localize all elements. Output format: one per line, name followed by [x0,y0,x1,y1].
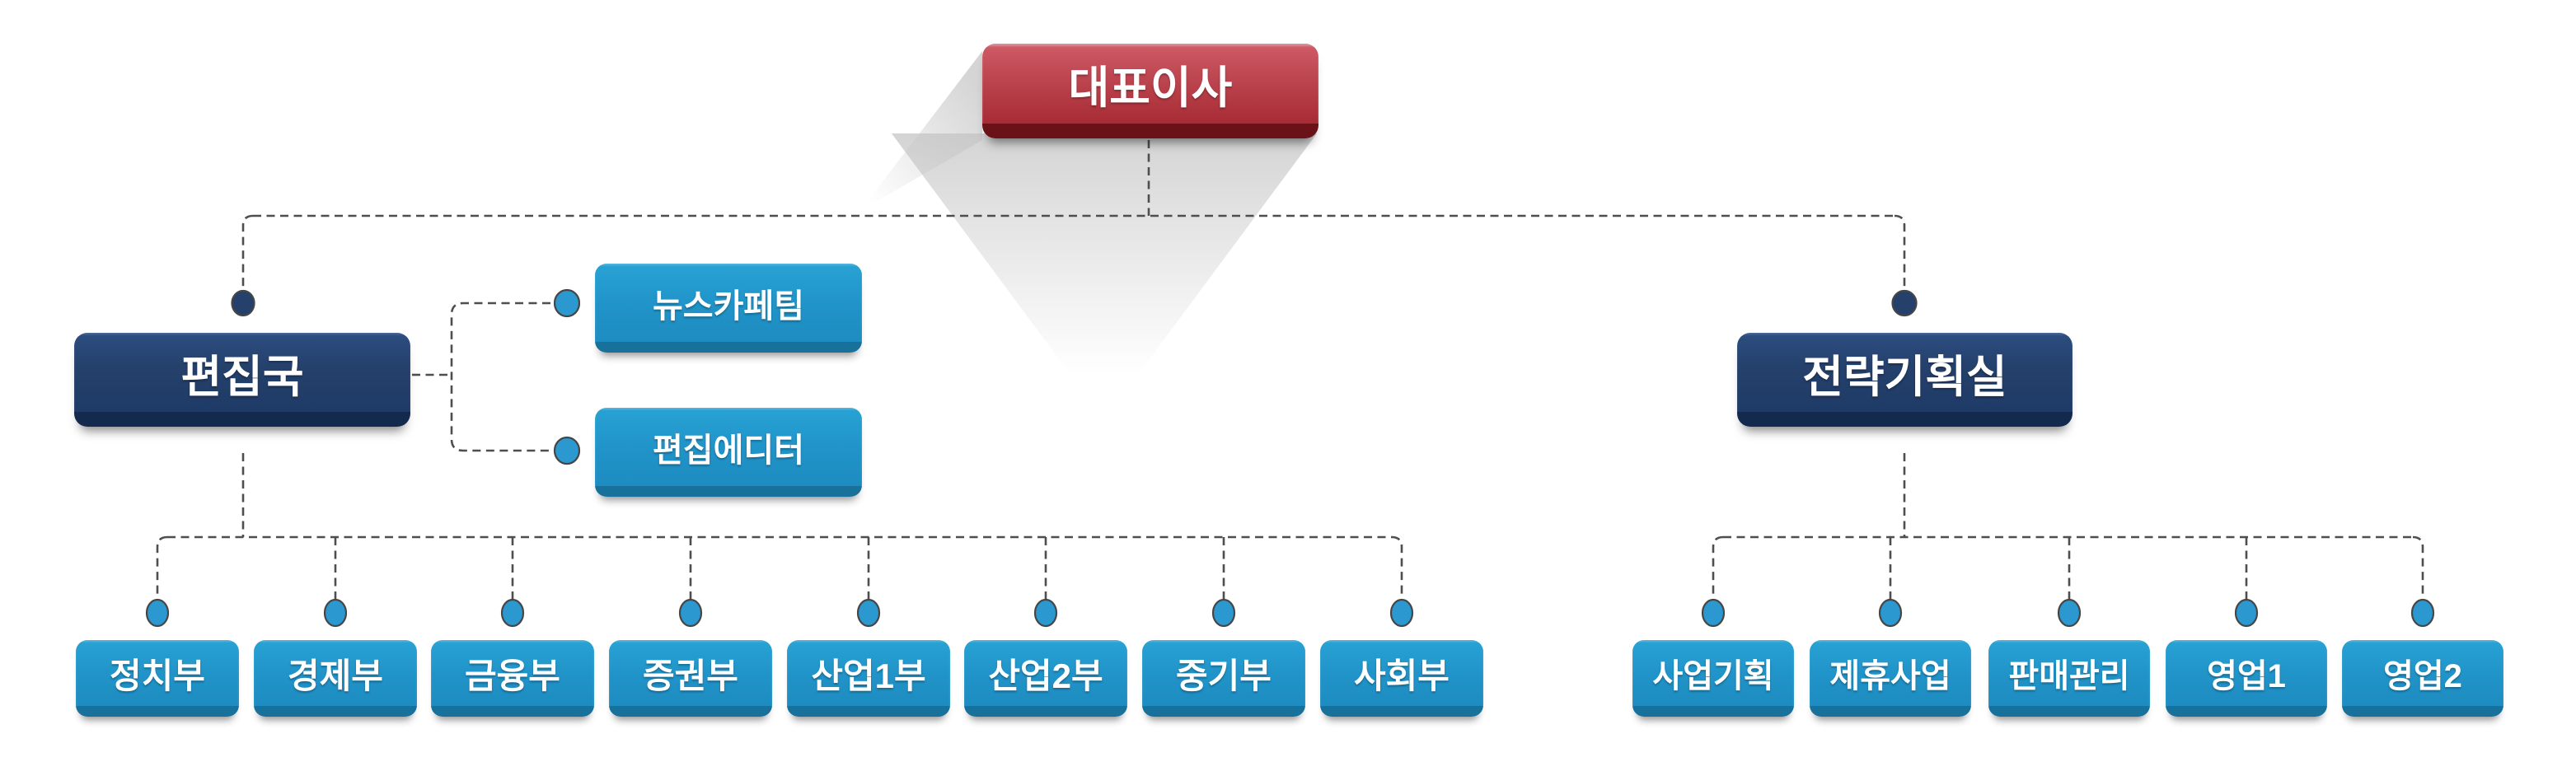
node-dept-politics: 정치부 [76,640,239,717]
node-dept-finance: 금융부 [431,640,594,717]
node-face: 증권부 [609,640,772,706]
dot-dept-business-planning [1701,598,1726,628]
node-strategic-planning: 전략기획실 [1737,333,2073,427]
node-face: 제휴사업 [1810,640,1971,706]
node-dept-partnership: 제휴사업 [1810,640,1971,717]
connector-top-rail-left-drop [241,214,254,288]
node-dept-securities-label: 증권부 [643,656,738,695]
node-face: 대표이사 [982,44,1318,124]
dot-dept-securities [678,598,703,628]
node-editorial-bureau-label: 편집국 [180,352,304,402]
dot-dept-sales1 [2234,598,2259,628]
node-strategic-planning-label: 전략기획실 [1802,352,2007,402]
connector-side-bracket [450,302,550,452]
node-3d-edge [595,342,862,353]
connector-right-rail-end-left [1712,535,1724,599]
node-dept-business-planning-label: 사업기획 [1652,658,1774,694]
dot-editing-editor [553,436,581,465]
node-dept-society-label: 사회부 [1354,656,1450,695]
node-3d-edge [1142,706,1305,717]
node-news-cafe-team-label: 뉴스카페팀 [653,287,804,325]
node-dept-sales1-label: 영업1 [2207,658,2286,694]
node-dept-economy: 경제부 [254,640,417,717]
dot-dept-society [1389,598,1414,628]
node-dept-industry2: 산업2부 [964,640,1127,717]
node-dept-sales-management-label: 판매관리 [2008,658,2130,694]
ceo-shadow-wedge-left [860,51,982,211]
dot-dept-partnership [1878,598,1903,628]
node-ceo-label: 대표이사 [1068,63,1233,113]
dot-dept-finance [500,598,525,628]
node-face: 금융부 [431,640,594,706]
node-face: 영업2 [2342,640,2503,706]
connector-top-rail-right-drop [1894,214,1906,288]
node-3d-edge [74,412,410,427]
node-3d-edge [1988,706,2150,717]
node-face: 편집국 [74,333,410,412]
node-3d-edge [2166,706,2327,717]
node-face: 영업1 [2166,640,2327,706]
dot-dept-economy [323,598,348,628]
node-dept-sales2: 영업2 [2342,640,2503,717]
node-3d-edge [431,706,594,717]
node-face: 뉴스카페팀 [595,264,862,342]
node-3d-edge [254,706,417,717]
node-face: 사업기획 [1632,640,1794,706]
node-dept-sales-management: 판매관리 [1988,640,2150,717]
node-news-cafe-team: 뉴스카페팀 [595,264,862,353]
node-3d-edge [609,706,772,717]
node-editorial-bureau: 편집국 [74,333,410,427]
node-face: 편집에디터 [595,408,862,486]
node-face: 산업1부 [787,640,950,706]
node-3d-edge [1810,706,1971,717]
dot-dept-sales-management [2057,598,2082,628]
node-dept-sales2-label: 영업2 [2383,658,2462,694]
node-dept-sales1: 영업1 [2166,640,2327,717]
node-3d-edge [1320,706,1483,717]
node-editing-editor-label: 편집에디터 [653,432,804,469]
node-dept-industry1-label: 산업1부 [811,656,926,695]
node-face: 판매관리 [1988,640,2150,706]
node-face: 산업2부 [964,640,1127,706]
node-dept-finance-label: 금융부 [465,656,560,695]
node-dept-business-planning: 사업기획 [1632,640,1794,717]
node-ceo: 대표이사 [982,44,1318,138]
node-dept-securities: 증권부 [609,640,772,717]
node-dept-sme-label: 중기부 [1176,656,1272,695]
dot-news-cafe-team [553,288,581,318]
node-3d-edge [76,706,239,717]
node-3d-edge [787,706,950,717]
node-dept-industry1: 산업1부 [787,640,950,717]
node-3d-edge [595,486,862,497]
node-editing-editor: 편집에디터 [595,408,862,497]
dot-dept-industry2 [1033,598,1058,628]
node-3d-edge [982,124,1318,138]
node-dept-sme: 중기부 [1142,640,1305,717]
node-dept-partnership-label: 제휴사업 [1829,658,1951,694]
node-face: 전략기획실 [1737,333,2073,412]
node-dept-industry2-label: 산업2부 [988,656,1103,695]
connector-right-rail-end-right [2412,535,2424,599]
node-3d-edge [964,706,1127,717]
dot-dept-politics [145,598,170,628]
connector-left-rail-end-right [1391,535,1403,599]
dot-dept-industry1 [856,598,881,628]
connector-left-rail-end-left [156,535,168,599]
node-face: 사회부 [1320,640,1483,706]
node-3d-edge [1737,412,2073,427]
dot-strategy [1891,289,1918,317]
node-face: 정치부 [76,640,239,706]
node-face: 경제부 [254,640,417,706]
node-3d-edge [2342,706,2503,717]
node-face: 중기부 [1142,640,1305,706]
dot-dept-sales2 [2410,598,2435,628]
node-3d-edge [1632,706,1794,717]
dot-dept-sme [1211,598,1236,628]
ceo-shadow-wedge-bottom [892,133,1317,376]
node-dept-economy-label: 경제부 [288,656,383,695]
node-dept-society: 사회부 [1320,640,1483,717]
dot-editorial [231,289,255,317]
node-dept-politics-label: 정치부 [110,656,205,695]
